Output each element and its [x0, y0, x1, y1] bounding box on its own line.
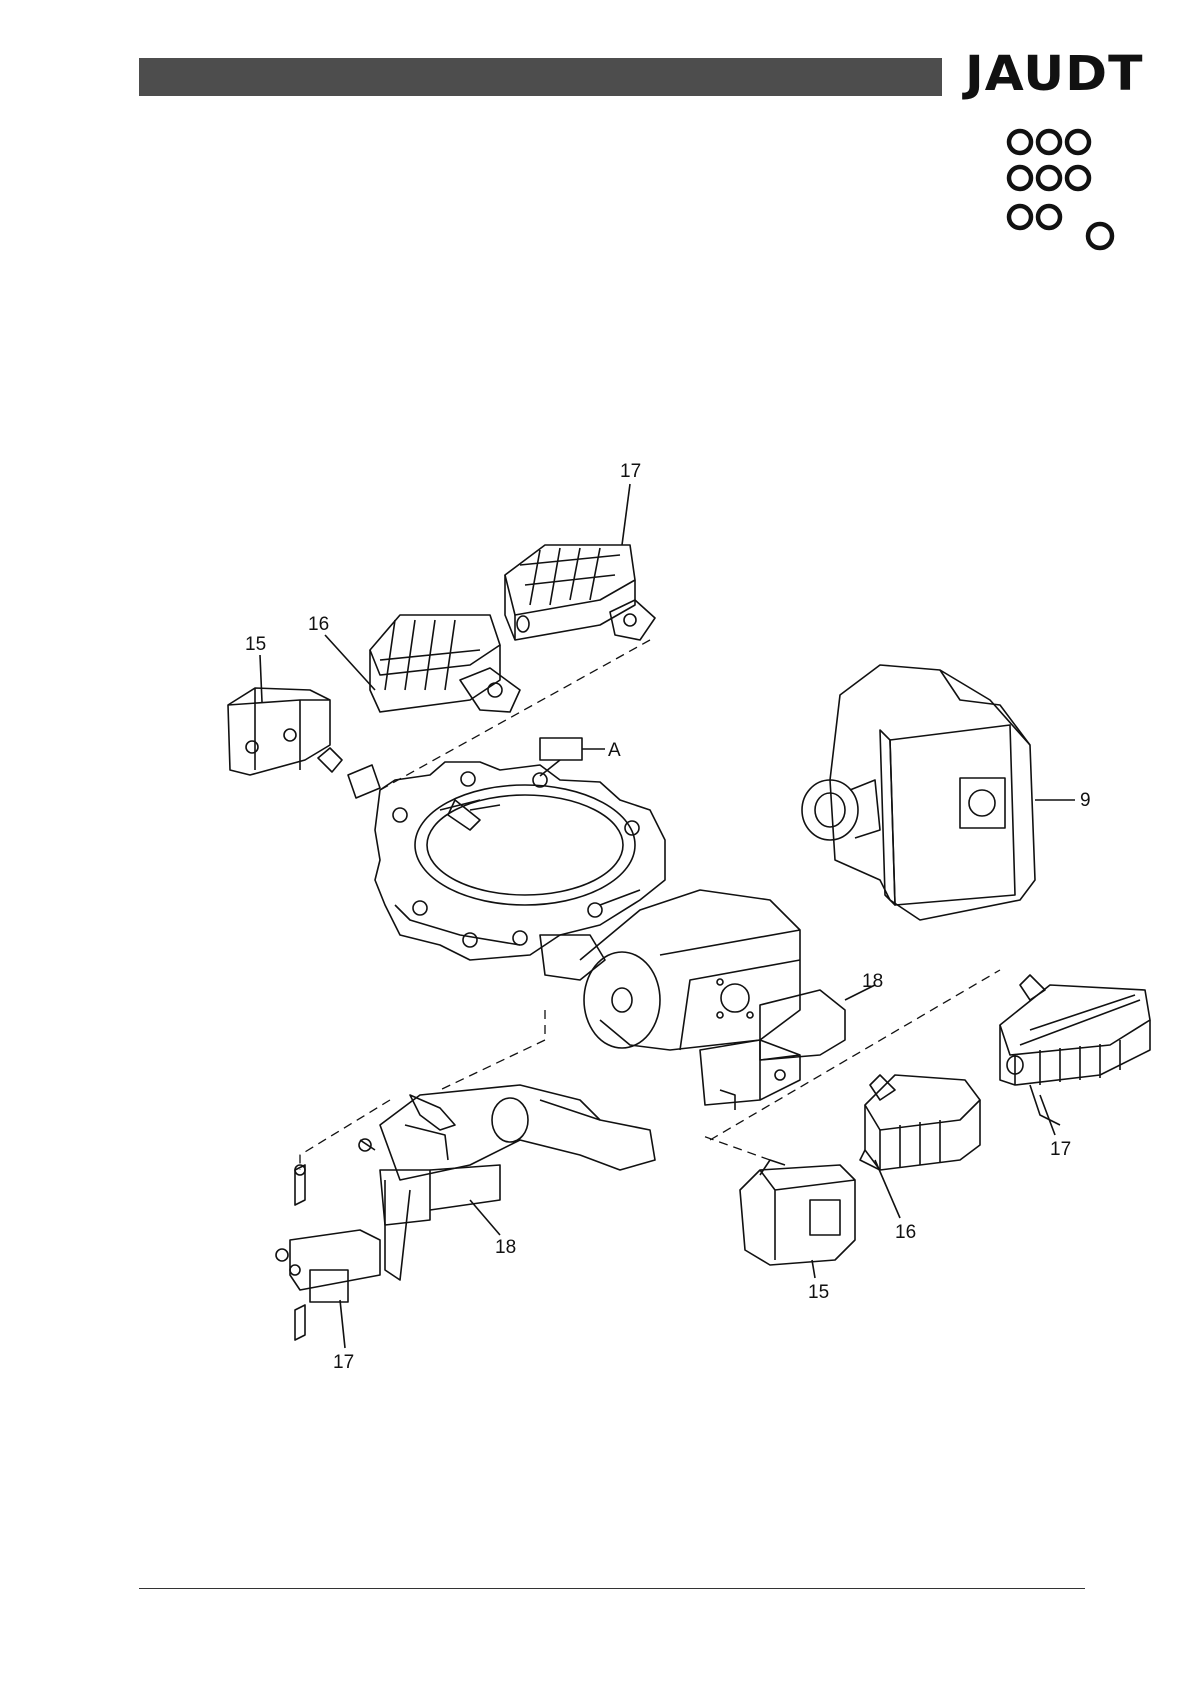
pneumatic-actuator [540, 890, 800, 1050]
solenoid-valve-18-right [700, 990, 845, 1110]
leader-lines [260, 484, 1055, 1348]
control-box-9 [802, 665, 1075, 920]
callout-a: A [608, 740, 621, 761]
callout-17-right: 17 [1050, 1139, 1071, 1160]
butterfly-valve-body [375, 762, 665, 960]
label-box-a [540, 738, 582, 760]
callout-18-left: 18 [495, 1237, 516, 1258]
switch-box-16-top [370, 615, 520, 712]
callout-18-right: 18 [862, 971, 883, 992]
callout-17-top: 17 [620, 461, 641, 482]
callout-15-bottom: 15 [808, 1282, 829, 1303]
callout-15-top: 15 [245, 634, 266, 655]
solenoid-box-15-bottom [740, 1160, 855, 1265]
callout-17-left: 17 [333, 1352, 354, 1373]
terminal-block-17-right [1000, 975, 1150, 1125]
bracket-assembly [276, 1085, 655, 1340]
terminal-block-16-bottom [860, 1075, 980, 1170]
footer-rule [139, 1588, 1085, 1589]
callout-16-bottom: 16 [895, 1222, 916, 1243]
solenoid-box-15-top [228, 688, 380, 798]
callout-16-top: 16 [308, 614, 329, 635]
switch-box-17-top [505, 545, 655, 640]
callout-9: 9 [1080, 790, 1091, 811]
